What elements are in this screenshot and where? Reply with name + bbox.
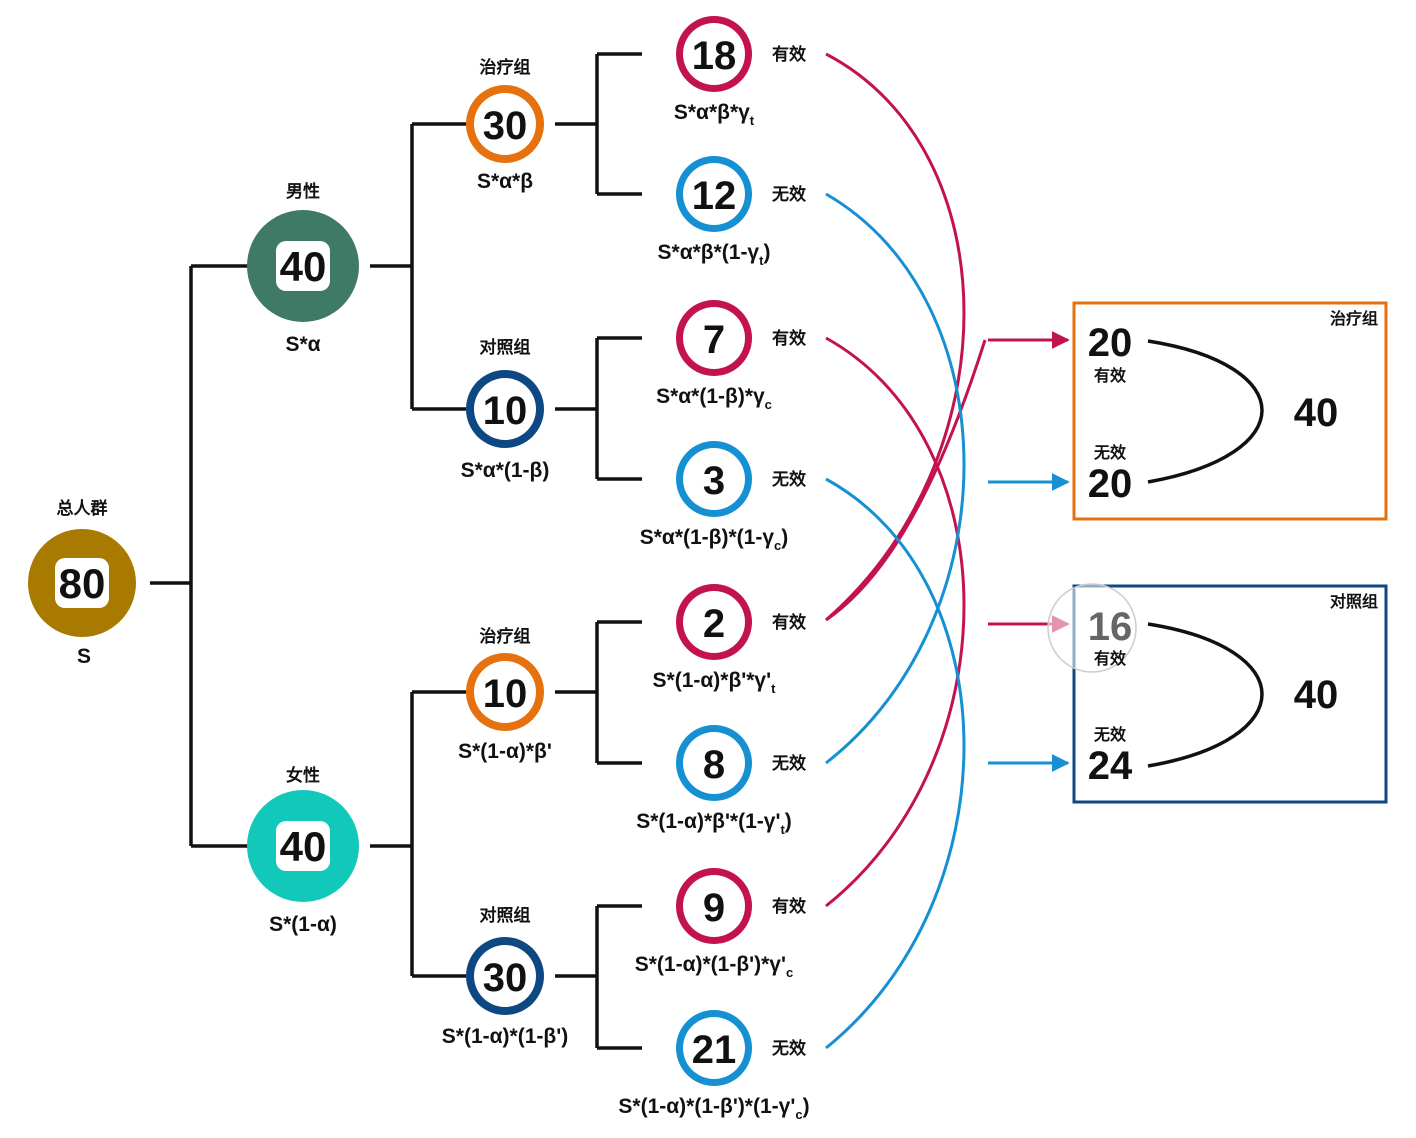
leaf-node: 3 无效 S*α*(1-β)*(1-γc) xyxy=(640,441,806,553)
leaf-nodes: 18 有效 S*α*β*γt 12 无效 S*α*β*(1-γt) 7 有效 S*α*(1-β)… xyxy=(618,16,810,1122)
leaf-outcome-label: 有效 xyxy=(772,612,806,633)
leaf-value: 7 xyxy=(703,318,725,362)
male-node: 男性 40 S*α xyxy=(247,181,359,356)
female-formula: S*(1-α) xyxy=(269,913,337,936)
group-formula: S*α*(1-β) xyxy=(461,459,550,482)
leaf-formula: S*α*β*γt xyxy=(674,101,755,128)
leaf-outcome-label: 有效 xyxy=(772,896,806,917)
leaf-formula: S*(1-α)*β'*γ't xyxy=(653,669,777,696)
group-formula: S*(1-α)*β' xyxy=(458,740,552,763)
summary-treat-title: 治疗组 xyxy=(1330,309,1378,328)
female-treat-connector xyxy=(555,620,642,765)
male-treat-connector xyxy=(555,52,642,196)
root-label: 总人群 xyxy=(57,498,108,519)
group-formula: S*(1-α)*(1-β') xyxy=(442,1025,568,1048)
leaf-node: 9 有效 S*(1-α)*(1-β')*γ'c xyxy=(635,868,806,980)
summary-control-box: 对照组 16 有效 无效 24 40 xyxy=(1047,583,1388,804)
group-value: 30 xyxy=(483,956,528,1000)
summary-treat-eff-value: 20 xyxy=(1088,321,1133,365)
leaf-node: 21 无效 S*(1-α)*(1-β')*(1-γ'c) xyxy=(618,1010,810,1122)
leaf-formula: S*α*(1-β)*(1-γc) xyxy=(640,526,789,553)
male-formula: S*α xyxy=(285,333,320,356)
group-label: 治疗组 xyxy=(480,626,531,647)
group-value: 10 xyxy=(483,672,528,716)
summary-treat-eff-label: 有效 xyxy=(1094,366,1126,385)
group-node-male-control: 对照组 10 S*α*(1-β) xyxy=(461,337,550,482)
leaf-node: 2 有效 S*(1-α)*β'*γ't xyxy=(653,584,806,696)
flow-2-effective xyxy=(825,339,987,622)
group-formula: S*α*β xyxy=(477,170,533,193)
summary-control-eff-label: 有效 xyxy=(1094,649,1126,668)
leaf-outcome-label: 无效 xyxy=(771,753,806,774)
group-label: 对照组 xyxy=(480,337,531,358)
group-node-female-control: 对照组 30 S*(1-α)*(1-β') xyxy=(442,905,568,1048)
leaf-node: 7 有效 S*α*(1-β)*γc xyxy=(656,300,806,412)
leaf-formula: S*α*(1-β)*γc xyxy=(656,385,772,412)
leaf-outcome-label: 有效 xyxy=(772,44,806,65)
leaf-value: 3 xyxy=(703,459,725,503)
leaf-outcome-label: 无效 xyxy=(771,184,806,205)
female-node: 女性 40 S*(1-α) xyxy=(247,765,359,936)
leaf-outcome-label: 无效 xyxy=(771,469,806,490)
summary-control-total: 40 xyxy=(1294,673,1339,717)
summary-treat-ineff-label: 无效 xyxy=(1093,443,1126,462)
leaf-value: 9 xyxy=(703,886,725,930)
male-label: 男性 xyxy=(286,181,320,202)
leaf-outcome-label: 有效 xyxy=(772,328,806,349)
group-node-male-treat: 治疗组 30 S*α*β xyxy=(466,57,544,193)
female-control-connector xyxy=(555,904,642,1050)
summary-control-bracket xyxy=(1147,622,1264,768)
leaf-formula: S*(1-α)*β'*(1-γ't) xyxy=(636,810,792,837)
female-connector xyxy=(370,690,466,978)
group-label: 治疗组 xyxy=(480,57,531,78)
leaf-node: 18 有效 S*α*β*γt xyxy=(674,16,806,128)
male-control-connector xyxy=(555,336,642,481)
summary-treat-total: 40 xyxy=(1294,391,1339,435)
leaf-formula: S*(1-α)*(1-β')*γ'c xyxy=(635,953,793,980)
summary-treat-box: 治疗组 20 有效 无效 20 40 xyxy=(1072,301,1388,521)
summary-control-ineff-value: 24 xyxy=(1088,744,1133,788)
group-value: 10 xyxy=(483,389,528,433)
leaf-outcome-label: 无效 xyxy=(771,1038,806,1059)
root-value: 80 xyxy=(59,560,106,607)
summary-treat-bracket xyxy=(1147,339,1264,484)
leaf-value: 18 xyxy=(692,34,737,78)
root-formula: S xyxy=(77,645,91,668)
male-connector xyxy=(370,122,466,411)
summary-control-title: 对照组 xyxy=(1330,592,1378,611)
tree-connectors xyxy=(150,52,642,1050)
leaf-value: 2 xyxy=(703,602,725,646)
leaf-value: 21 xyxy=(692,1028,737,1072)
female-label: 女性 xyxy=(286,765,320,786)
group-label: 对照组 xyxy=(480,905,531,926)
male-value: 40 xyxy=(280,243,327,290)
leaf-value: 12 xyxy=(692,174,737,218)
group-value: 30 xyxy=(483,104,528,148)
leaf-value: 8 xyxy=(703,743,725,787)
root-connector xyxy=(150,264,248,848)
flow-7-effective xyxy=(825,336,966,908)
flow-3-ineffective xyxy=(825,477,966,1050)
leaf-node: 8 无效 S*(1-α)*β'*(1-γ't) xyxy=(636,725,806,837)
flow-curves xyxy=(825,52,1070,1050)
root-node: 总人群 80 S xyxy=(28,498,136,668)
leaf-formula: S*α*β*(1-γt) xyxy=(658,241,771,268)
highlight-ring xyxy=(1047,583,1137,673)
leaf-node: 12 无效 S*α*β*(1-γt) xyxy=(658,156,806,268)
summary-control-ineff-label: 无效 xyxy=(1093,725,1126,744)
summary-treat-border xyxy=(1072,301,1388,521)
flow-18-effective xyxy=(825,52,966,622)
female-value: 40 xyxy=(280,823,327,870)
summary-control-border xyxy=(1072,584,1388,804)
summary-control-eff-value: 16 xyxy=(1088,605,1133,649)
leaf-formula: S*(1-α)*(1-β')*(1-γ'c) xyxy=(618,1095,809,1122)
flow-12-ineffective xyxy=(825,192,966,765)
group-node-female-treat: 治疗组 10 S*(1-α)*β' xyxy=(458,626,552,763)
summary-treat-ineff-value: 20 xyxy=(1088,462,1133,506)
